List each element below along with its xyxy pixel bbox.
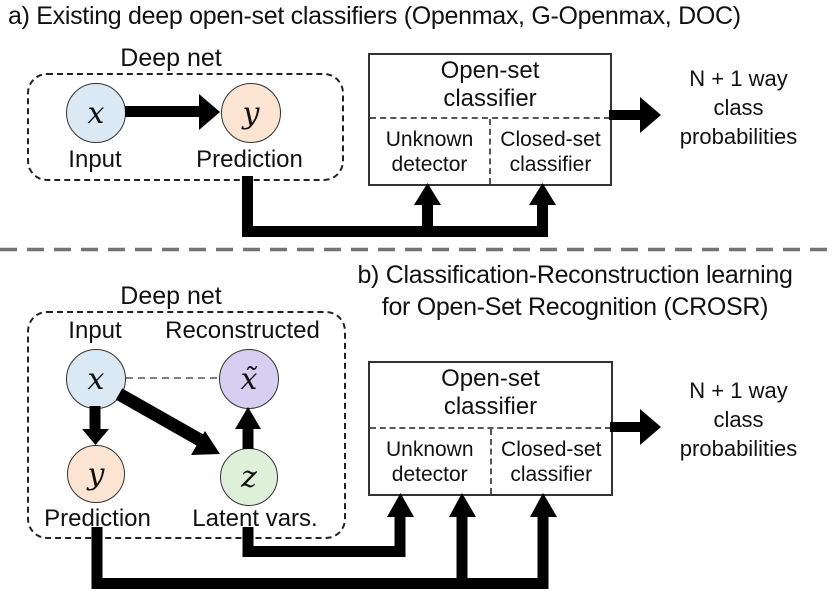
- panel-b-closed-set-cell: Closed-set classifier: [501, 437, 602, 486]
- panel-a-input-node: x: [66, 83, 126, 143]
- panel-b-title: b) Classification-Reconstruction learnin…: [357, 261, 793, 321]
- panel-a-prediction-label: Prediction: [196, 146, 303, 173]
- panel-b-reconstructed-symbol: x̃: [240, 361, 258, 397]
- panel-b-classifier-cells: Unknown detector Closed-set classifier: [370, 427, 611, 494]
- panel-a-unknown-detector-cell: Unknown detector: [370, 119, 491, 184]
- panel-a-classifier-cells: Unknown detector Closed-set classifier: [370, 117, 610, 184]
- panel-b-prediction-symbol: y: [87, 456, 105, 492]
- panel-a-closed-set-cell: Closed-set classifier: [500, 127, 601, 176]
- panel-a-open-set-classifier-box: Open-set classifier Unknown detector Clo…: [368, 53, 612, 186]
- panel-b-open-set-classifier-box: Open-set classifier Unknown detector Clo…: [368, 361, 613, 496]
- panel-a-prediction-node: y: [221, 83, 281, 143]
- panel-a-deep-net-label: Deep net: [120, 44, 222, 72]
- panel-b-reconstructed-node: x̃: [219, 349, 279, 409]
- panel-b-deep-net-label: Deep net: [120, 282, 222, 310]
- panel-b-latent-node: z: [220, 448, 278, 506]
- panel-b-input-label: Input: [68, 317, 122, 344]
- panel-b-deep-net-box: [27, 311, 346, 539]
- panel-b-input-symbol: x: [87, 361, 105, 397]
- panel-a-output-arrow: [609, 97, 661, 133]
- panel-b-prediction-node: y: [67, 445, 125, 503]
- panel-a-classifier-title: Open-set classifier: [440, 57, 540, 112]
- panel-b-reconstructed-label: Reconstructed: [165, 317, 320, 344]
- panel-b-latent-label: Latent vars.: [192, 505, 318, 532]
- panel-a-title: a) Existing deep open-set classifiers (O…: [8, 2, 741, 30]
- panel-b-classifier-title: Open-set classifier: [441, 365, 540, 420]
- panel-a-deep-net-box: [27, 73, 344, 181]
- panel-b-output-text: N + 1 way class probabilities: [679, 378, 798, 461]
- panel-a-input-label: Input: [68, 146, 122, 173]
- panel-a-prediction-symbol: y: [242, 95, 260, 131]
- panel-b-latent-symbol: z: [241, 459, 257, 495]
- panel-b-output-arrow: [610, 409, 661, 445]
- panel-b-prediction-label: Prediction: [44, 505, 151, 532]
- panel-a-output-text: N + 1 way class probabilities: [679, 66, 798, 149]
- panel-a-input-symbol: x: [87, 95, 105, 131]
- panel-b-input-node: x: [66, 349, 126, 409]
- panel-b-unknown-detector-cell: Unknown detector: [370, 429, 492, 494]
